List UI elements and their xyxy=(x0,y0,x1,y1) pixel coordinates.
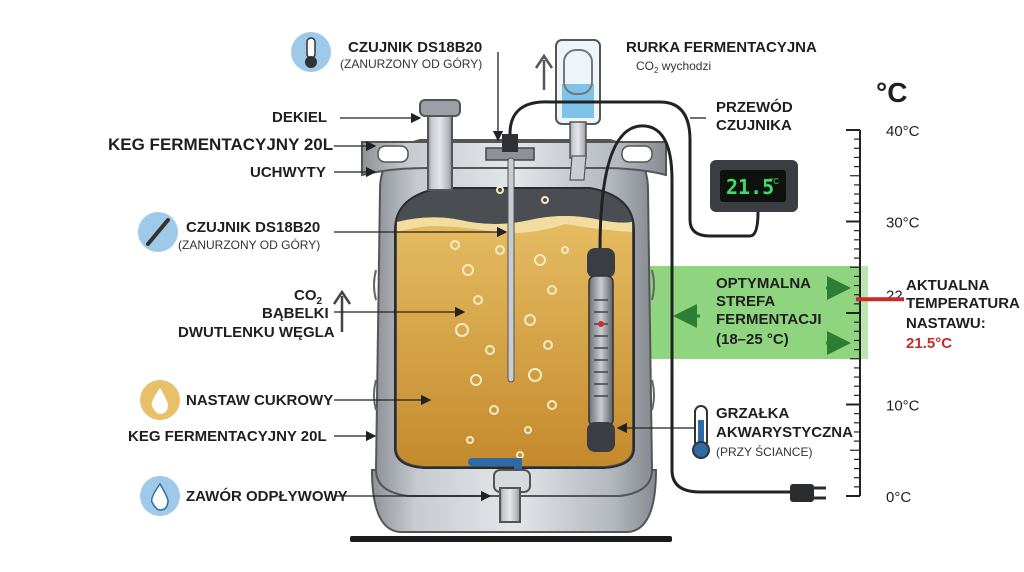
current-temp-value: 21.5°C xyxy=(906,335,952,352)
zone-label-2: STREFA xyxy=(716,293,775,310)
current-temp-label-2: TEMPERATURA xyxy=(906,295,1020,312)
scale-tick-label: 22 xyxy=(886,288,903,305)
thermometer-blue-icon xyxy=(692,405,710,459)
sensor-top-label: CZUJNIK DS18B20 xyxy=(348,39,482,56)
current-temp-label-3: NASTAWU: xyxy=(906,315,986,332)
heater-label-1: GRZAŁKA xyxy=(716,405,789,422)
sensor-cable-label-1: PRZEWÓD xyxy=(716,98,793,116)
zone-label-1: OPTYMALNA xyxy=(716,275,811,292)
keg-bottom-label: KEG FERMENTACYJNY 20L xyxy=(128,428,327,445)
scale-tick-label: 10°C xyxy=(886,398,920,415)
co2-bubbles xyxy=(450,186,569,459)
zone-arrows xyxy=(673,276,851,355)
airlock-sublabel: CO2 wychodzi xyxy=(636,59,711,75)
thermometer-icon xyxy=(291,32,331,72)
power-plug xyxy=(790,484,826,502)
heater-cable xyxy=(598,124,792,494)
sensor-top-sublabel: (ZANURZONY OD GÓRY) xyxy=(340,56,482,71)
digital-thermometer: 21.5 °C xyxy=(710,160,798,212)
bubbles-label-2: DWUTLENKU WĘGLA xyxy=(178,324,335,341)
keg-top-label: KEG FERMENTACYJNY 20L xyxy=(108,135,333,154)
zone-label-3: FERMENTACJI xyxy=(716,311,822,328)
lid-label: DEKIEL xyxy=(272,109,327,126)
scale-tick-label: 0°C xyxy=(886,489,911,506)
sensor-port xyxy=(485,134,535,383)
sensor-mid-sublabel: (ZANURZONY OD GÓRY) xyxy=(178,237,320,252)
valve-label: ZAWÓR ODPŁYWOWY xyxy=(186,487,348,505)
must-label: NASTAW CUKROWY xyxy=(186,392,333,409)
current-temp-label-1: AKTUALNA xyxy=(906,277,989,294)
scale-tick-label: 30°C xyxy=(886,215,920,232)
display-value: 21.5 xyxy=(726,175,774,199)
sensor-mid-label: CZUJNIK DS18B20 xyxy=(186,219,320,236)
drain-valve xyxy=(468,458,531,523)
scale-unit: °C xyxy=(876,77,907,108)
drop-icon-blue xyxy=(140,476,180,516)
scale-tick-label: 40°C xyxy=(886,123,920,140)
co2-arrow-up-icon xyxy=(332,289,352,332)
drop-icon xyxy=(140,380,180,420)
sensor-cable-label-2: CZUJNIKA xyxy=(716,117,792,134)
airlock-label: RURKA FERMENTACYJNA xyxy=(626,39,817,56)
heater-sublabel: (PRZY ŚCIANCE) xyxy=(716,444,812,459)
aquarium-heater xyxy=(587,248,615,452)
sensor-cable xyxy=(508,100,760,238)
probe-icon xyxy=(138,212,178,252)
arrow-up-icon xyxy=(534,53,554,90)
co2-label: CO2 xyxy=(294,287,323,307)
display-unit: °C xyxy=(770,177,779,186)
handles-label: UCHWYTY xyxy=(250,164,326,181)
temperature-scale: °C 40°C 30°C 22 10°C 0°C xyxy=(846,77,920,506)
bubbles-label-1: BĄBELKI xyxy=(262,305,329,322)
zone-label-4: (18–25 °C) xyxy=(716,331,789,348)
lid xyxy=(419,99,461,191)
heater-label-2: AKWARYSTYCZNA xyxy=(716,424,853,441)
